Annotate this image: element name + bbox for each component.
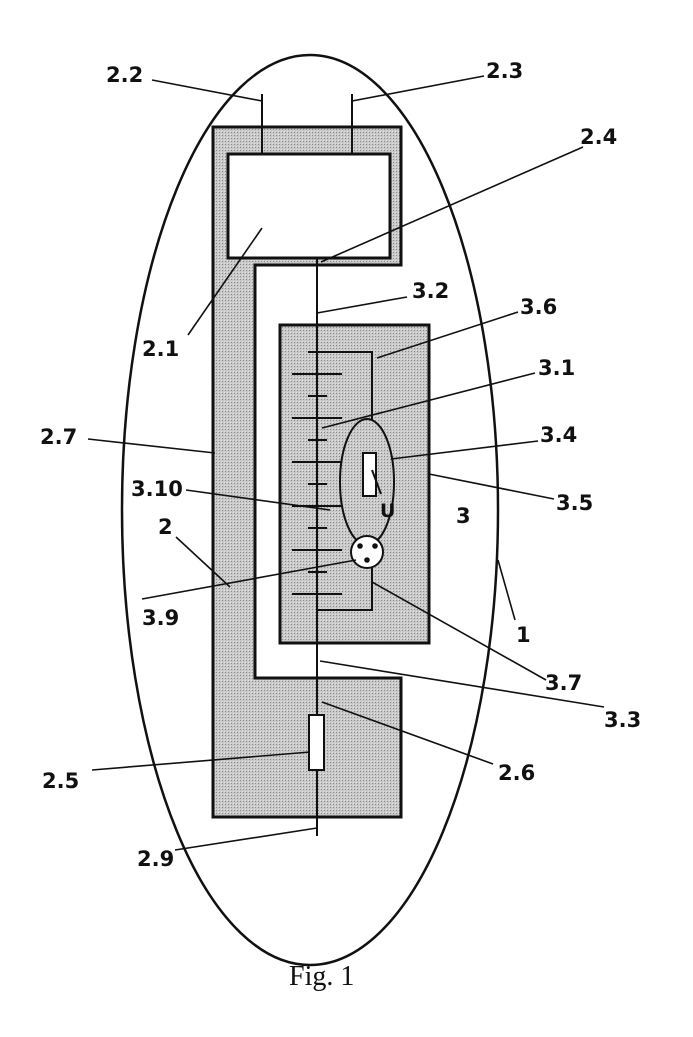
label-3-9: 3.9 <box>142 606 179 630</box>
label-3-6: 3.6 <box>520 295 557 319</box>
label-1: 1 <box>516 623 531 647</box>
label-3-10: 3.10 <box>131 477 183 501</box>
label-voltage-u: U <box>380 500 395 522</box>
resistor-2-5 <box>309 715 324 770</box>
label-3-3: 3.3 <box>604 708 641 732</box>
label-3-5: 3.5 <box>556 491 593 515</box>
label-3: 3 <box>456 504 471 528</box>
label-2-6: 2.6 <box>498 761 535 785</box>
label-2-4: 2.4 <box>580 125 617 149</box>
label-3-7: 3.7 <box>545 671 582 695</box>
label-2: 2 <box>158 515 173 539</box>
label-2-2: 2.2 <box>106 63 143 87</box>
label-3-1: 3.1 <box>538 356 575 380</box>
label-2-5: 2.5 <box>42 769 79 793</box>
label-3-4: 3.4 <box>540 423 577 447</box>
node-3-7 <box>351 536 383 568</box>
label-3-2: 3.2 <box>412 279 449 303</box>
figure-caption: Fig. 1 <box>289 961 354 992</box>
node-dot <box>364 557 370 563</box>
node-dot <box>357 543 363 549</box>
label-2-3: 2.3 <box>486 59 523 83</box>
label-2-7: 2.7 <box>40 425 77 449</box>
label-2-9: 2.9 <box>137 847 174 871</box>
node-dot <box>372 543 378 549</box>
label-2-1: 2.1 <box>142 337 179 361</box>
